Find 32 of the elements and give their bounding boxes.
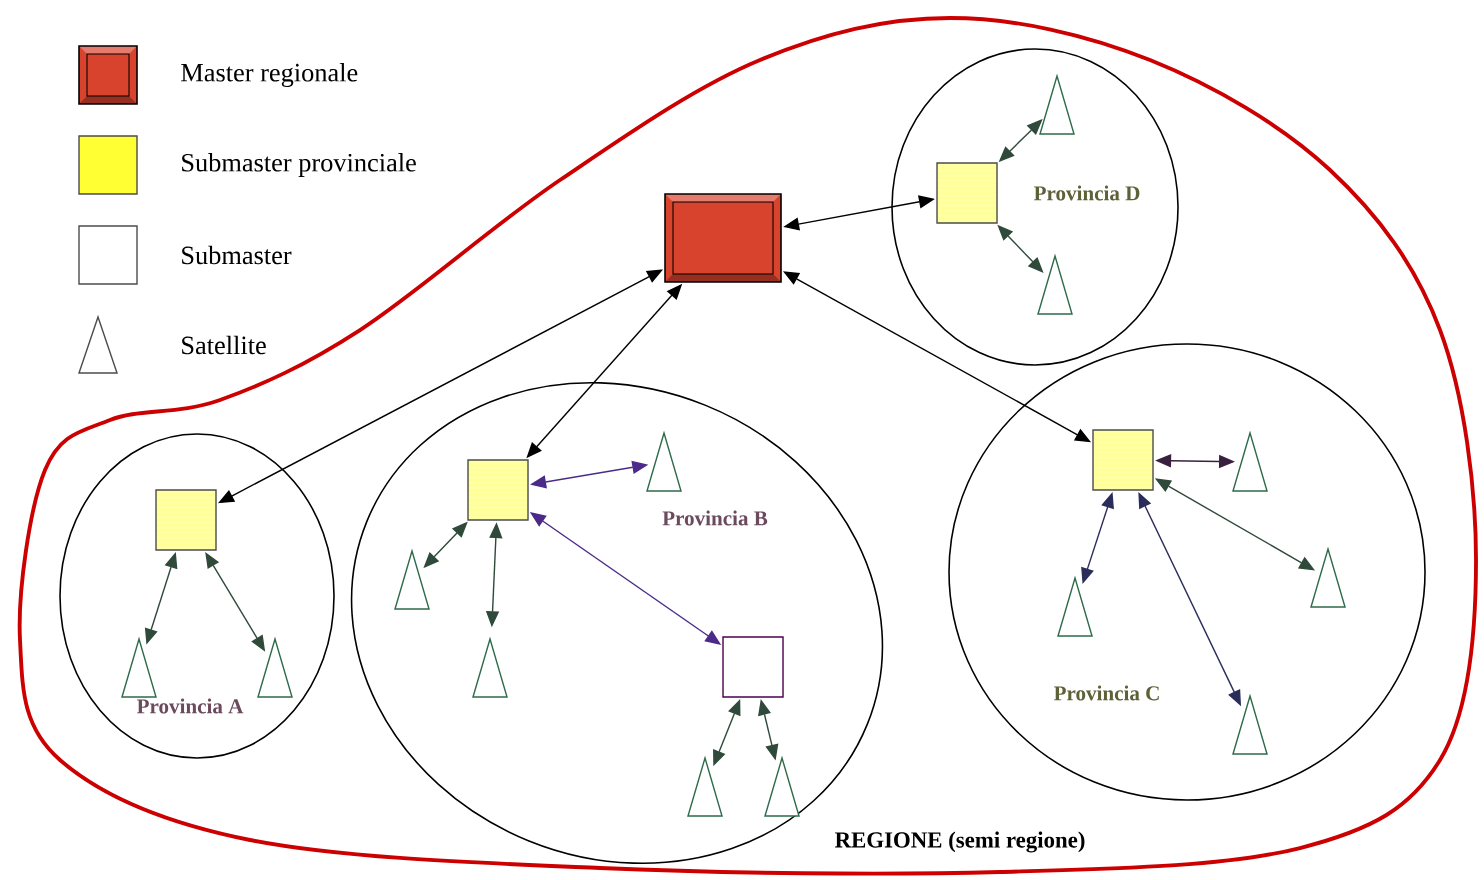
satellite-triangle (1057, 575, 1093, 637)
province-label: Provincia C (1053, 685, 1159, 701)
province-ellipse (948, 343, 1426, 801)
satellite-triangle (1232, 693, 1268, 755)
master-box (664, 193, 782, 283)
legend-label: Submaster (182, 245, 292, 265)
satellite-triangle (472, 636, 508, 698)
satellite-triangle (1310, 546, 1346, 608)
submaster-box (1092, 429, 1154, 491)
province-label: Provincia A (136, 698, 244, 714)
legend-label: Master regionale (181, 63, 358, 87)
satellite-triangle (121, 636, 157, 698)
province-label: Provincia B (662, 510, 768, 526)
legend-label: Submaster provinciale (182, 153, 416, 177)
submaster-box (722, 636, 784, 698)
region-outline (17, 16, 1478, 876)
satellite-triangle (257, 636, 293, 698)
satellite-triangle (764, 755, 800, 817)
satellite-triangle (687, 755, 723, 817)
province-ellipse (59, 433, 335, 759)
satellite-triangle (1037, 253, 1073, 315)
satellite-triangle (1039, 73, 1075, 135)
province-ellipse (891, 48, 1179, 366)
submaster-box (936, 162, 998, 224)
satellite-triangle (1232, 430, 1268, 492)
province-label: Provincia D (1033, 185, 1140, 201)
submaster-box (155, 489, 217, 551)
legend-label: Satellite (182, 335, 266, 355)
satellite-triangle (646, 430, 682, 492)
submaster-box (467, 459, 529, 521)
satellite-triangle (394, 548, 430, 610)
region-label: REGIONE (semi regione) (831, 828, 1089, 856)
